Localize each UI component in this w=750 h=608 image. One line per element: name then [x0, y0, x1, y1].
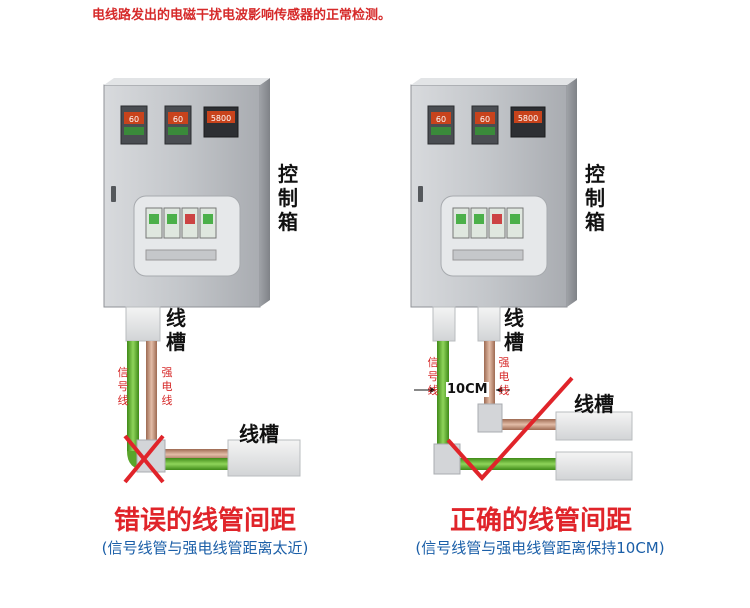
wrong-cross-icon — [123, 434, 165, 484]
relay-modules — [145, 207, 217, 261]
meter-1: 60 — [120, 105, 148, 145]
trunking-label-left-vertical: 线槽 — [166, 306, 186, 354]
wrong-title: 错误的线管间距 — [113, 506, 296, 536]
wrong-subtitle: (信号线管与强电线管距离太近) — [101, 539, 309, 557]
control-box-label-left: 控制箱 — [278, 162, 298, 234]
pipes-correct — [433, 341, 556, 475]
meter-2-value: 60 — [173, 115, 183, 124]
meter-3: 5800 — [203, 106, 239, 138]
correct-subtitle: (信号线管与强电线管距离保持10CM) — [415, 539, 665, 557]
check-mark-icon — [446, 376, 574, 481]
trunking-label-right-horizontal: 线槽 — [574, 392, 614, 416]
trunking-signal-right — [432, 306, 456, 342]
power-line-label-left: 强电线 — [161, 366, 173, 407]
meter-3-value: 5800 — [211, 114, 231, 123]
meter-r2: 60 — [471, 105, 499, 145]
relay-modules-right — [452, 207, 524, 261]
control-box-label-right: 控制箱 — [585, 162, 605, 234]
top-note: 电线路发出的电磁干扰电波影响传感器的正常检测。 — [92, 8, 392, 23]
meter-r3-value: 5800 — [518, 114, 538, 123]
power-line-label-right: 强电线 — [498, 356, 510, 397]
cabinet-handle — [111, 186, 116, 202]
signal-line-label-left: 信号线 — [117, 366, 129, 407]
cabinet-right: 60 60 5800 — [410, 78, 577, 308]
trunking-horizontal-left — [227, 439, 301, 477]
distance-arrow — [414, 387, 510, 393]
pipes-wrong — [127, 341, 230, 473]
distance-label: 10CM — [446, 382, 489, 397]
meter-r2-value: 60 — [480, 115, 490, 124]
cabinet-handle-right — [418, 186, 423, 202]
meter-r1: 60 — [427, 105, 455, 145]
meter-2: 60 — [164, 105, 192, 145]
trunking-power-horizontal-right — [555, 411, 633, 441]
cabinet-left: 60 60 5800 — [103, 78, 270, 308]
correct-title: 正确的线管间距 — [449, 506, 632, 536]
trunking-power-right — [477, 306, 501, 342]
meter-1-value: 60 — [129, 115, 139, 124]
signal-line-label-right: 信号线 — [427, 356, 439, 397]
trunking-vertical-left — [125, 306, 161, 342]
trunking-signal-horizontal-right — [555, 451, 633, 481]
trunking-label-right-vertical: 线槽 — [504, 306, 524, 354]
trunking-label-left-horizontal: 线槽 — [239, 422, 279, 446]
meter-r1-value: 60 — [436, 115, 446, 124]
meter-r3: 5800 — [510, 106, 546, 138]
